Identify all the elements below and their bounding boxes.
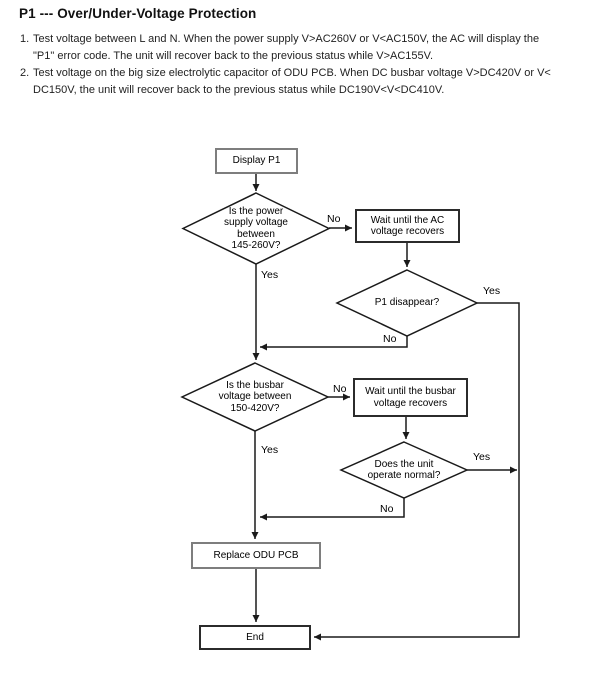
flow-node-replace-pcb: Replace ODU PCB xyxy=(191,542,321,569)
decision-diamond-power-supply-check xyxy=(181,192,331,265)
connector-p1-disappear-yes-to-end xyxy=(314,302,520,641)
edge-label-busbar-check-yes: Yes xyxy=(261,444,279,456)
edge-label-p1-disappear-yes: Yes xyxy=(483,285,501,297)
edge-label-p1-disappear-no: No xyxy=(383,333,397,345)
flow-node-wait-busbar: Wait until the busbar voltage recovers xyxy=(353,378,468,417)
instruction-list: 1. Test voltage between L and N. When th… xyxy=(20,31,598,99)
instruction-text: Test voltage on the big size electrolyti… xyxy=(33,67,551,96)
decision-diamonds xyxy=(180,192,479,499)
decision-diamond-unit-normal xyxy=(339,441,469,499)
connector-unit-normal-no-return xyxy=(260,498,405,521)
flow-node-display-p1: Display P1 xyxy=(215,148,298,174)
connector-p1-disappear-no-return xyxy=(260,336,408,351)
page-title: P1 --- Over/Under-Voltage Protection xyxy=(19,6,257,21)
instruction-number: 2. xyxy=(20,67,30,79)
edge-label-power-check-no: No xyxy=(327,213,341,225)
flow-node-end: End xyxy=(199,625,311,650)
edge-label-unit-normal-yes: Yes xyxy=(473,451,491,463)
flow-connectors xyxy=(251,174,520,641)
instruction-item-1: 1. Test voltage between L and N. When th… xyxy=(20,31,598,64)
flow-node-wait-ac: Wait until the AC voltage recovers xyxy=(355,209,460,243)
instruction-item-2: 2. Test voltage on the big size electrol… xyxy=(20,65,598,98)
edge-label-power-check-yes: Yes xyxy=(261,269,279,281)
edge-label-busbar-check-no: No xyxy=(333,383,347,395)
decision-diamond-p1-disappear xyxy=(335,269,479,337)
decision-diamond-busbar-check xyxy=(180,362,330,432)
edge-label-unit-normal-no: No xyxy=(380,503,394,515)
instruction-text: Test voltage between L and N. When the p… xyxy=(33,33,540,62)
instruction-number: 1. xyxy=(20,33,30,45)
